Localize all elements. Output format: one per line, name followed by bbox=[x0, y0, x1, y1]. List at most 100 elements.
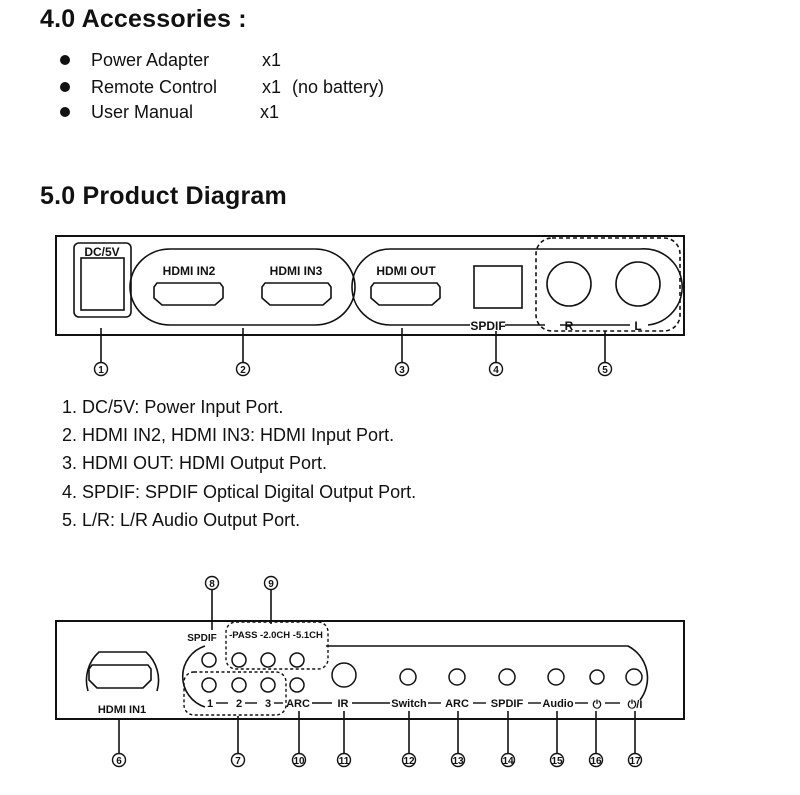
spdif-label: SPDIF bbox=[491, 698, 524, 710]
callout-circle bbox=[263, 575, 279, 591]
callout-circle bbox=[500, 752, 516, 768]
r-label: R bbox=[565, 319, 574, 333]
arc-indicator-led bbox=[289, 677, 305, 693]
callout-number: 13 bbox=[452, 756, 464, 767]
hdmi-in2-label: HDMI IN2 bbox=[163, 264, 216, 278]
spdif-optical-port bbox=[473, 265, 523, 309]
hdmi-in-group-outline bbox=[129, 248, 356, 326]
ir-receiver bbox=[331, 662, 357, 688]
accessory-qty: x1 bbox=[260, 102, 280, 122]
arc-led-label: ARC bbox=[286, 698, 310, 710]
callout-number: 4 bbox=[493, 365, 499, 376]
description-line: 1. DC/5V: Power Input Port. bbox=[62, 397, 284, 417]
rear-panel-diagram: DC/5V HDMI IN2 HDMI IN3 HDMI OUT SPDIF R… bbox=[55, 235, 685, 377]
callout-number: 6 bbox=[116, 756, 122, 767]
rear-panel-body bbox=[55, 235, 685, 336]
callout-number: 15 bbox=[551, 756, 563, 767]
pass-mode-label: -PASS -2.0CH -5.1CH bbox=[229, 630, 323, 641]
l-label: L bbox=[634, 319, 641, 333]
hdmi-in1-arc bbox=[85, 651, 160, 692]
top-line bbox=[326, 645, 649, 701]
spdif-top-label: SPDIF bbox=[187, 633, 216, 644]
callout-circle bbox=[597, 361, 613, 377]
callout-circle bbox=[588, 752, 604, 768]
arc-label: ARC bbox=[445, 698, 469, 710]
callout-number: 2 bbox=[240, 365, 246, 376]
power-icon: ⏻/I bbox=[628, 698, 643, 711]
input2-indicator-led bbox=[231, 677, 247, 693]
callout-circle bbox=[450, 752, 466, 768]
audio-r-jack bbox=[546, 261, 592, 307]
callout-number: 17 bbox=[629, 756, 641, 767]
accessory-name: Remote Control bbox=[91, 77, 218, 97]
audio-dashed-outline bbox=[535, 237, 681, 332]
input1-indicator-led bbox=[201, 677, 217, 693]
audio-group-arc bbox=[600, 248, 683, 326]
input-2-label: 2 bbox=[236, 698, 242, 710]
accessory-qty: x1 bbox=[262, 50, 282, 70]
spdif-label: SPDIF bbox=[470, 319, 505, 333]
callout-circle bbox=[394, 361, 410, 377]
ir-label: IR bbox=[338, 698, 349, 710]
2ch-indicator-led bbox=[260, 652, 276, 668]
hdmi-in2-port bbox=[153, 282, 224, 306]
callout-number: 14 bbox=[502, 756, 514, 767]
callout-circle bbox=[230, 752, 246, 768]
led-group-outline bbox=[181, 645, 206, 708]
mode-dashed-outline bbox=[225, 621, 329, 670]
accessory-name: User Manual bbox=[91, 102, 194, 122]
accessory-note: (no battery) bbox=[292, 77, 385, 97]
callout-circle bbox=[111, 752, 127, 768]
input-1-label: 1 bbox=[207, 698, 213, 710]
callout-number: 7 bbox=[235, 756, 241, 767]
input3-indicator-led bbox=[260, 677, 276, 693]
description-line: 5. L/R: L/R Audio Output Port. bbox=[62, 510, 301, 530]
description-line: 3. HDMI OUT: HDMI Output Port. bbox=[62, 453, 328, 473]
callout-number: 10 bbox=[293, 756, 305, 767]
callout-number: 3 bbox=[399, 365, 405, 376]
hdmi-out-group-outline bbox=[351, 248, 600, 326]
spdif-button bbox=[498, 668, 516, 686]
audio-label: Audio bbox=[542, 698, 573, 710]
callout-number: 1 bbox=[98, 365, 104, 376]
callout-circle bbox=[93, 361, 109, 377]
standby-icon: ⏻ bbox=[593, 698, 602, 711]
hdmi-in3-label: HDMI IN3 bbox=[270, 264, 323, 278]
audio-l-jack bbox=[615, 261, 661, 307]
callout-circle bbox=[204, 575, 220, 591]
callout-circle bbox=[291, 752, 307, 768]
hdmi-out-port bbox=[370, 282, 441, 306]
hdmi-in1-label: HDMI IN1 bbox=[98, 704, 146, 716]
switch-button bbox=[399, 668, 417, 686]
input-3-label: 3 bbox=[265, 698, 271, 710]
description-line: 2. HDMI IN2, HDMI IN3: HDMI Input Port. bbox=[62, 425, 395, 445]
accessory-name: Power Adapter bbox=[91, 50, 210, 70]
arc-button bbox=[448, 668, 466, 686]
power-button bbox=[625, 668, 643, 686]
bullet-icon bbox=[60, 82, 70, 92]
callout-circle bbox=[336, 752, 352, 768]
hdmi-out-label: HDMI OUT bbox=[376, 264, 436, 278]
callout-circle bbox=[401, 752, 417, 768]
pass-indicator-led bbox=[231, 652, 247, 668]
callout-number: 16 bbox=[590, 756, 602, 767]
5ch-indicator-led bbox=[289, 652, 305, 668]
front-panel-diagram: HDMI IN1 SPDIF -PASS -2.0CH -5.1CH 1 2 3… bbox=[55, 575, 685, 768]
callout-circle bbox=[549, 752, 565, 768]
description-line: 4. SPDIF: SPDIF Optical Digital Output P… bbox=[62, 482, 417, 502]
input-dashed-outline bbox=[183, 671, 287, 716]
standby-led bbox=[589, 669, 605, 685]
bullet-icon bbox=[60, 107, 70, 117]
switch-label: Switch bbox=[391, 698, 427, 710]
dc-label: DC/5V bbox=[84, 245, 119, 259]
accessories-heading: 4.0 Accessories : bbox=[40, 5, 247, 33]
product-diagram-heading: 5.0 Product Diagram bbox=[40, 182, 287, 210]
callout-number: 11 bbox=[339, 756, 350, 767]
audio-button bbox=[547, 668, 565, 686]
callout-number: 12 bbox=[403, 756, 415, 767]
front-panel-body bbox=[55, 620, 685, 720]
callout-number: 8 bbox=[209, 579, 215, 590]
callout-circle bbox=[235, 361, 251, 377]
bullet-icon bbox=[60, 55, 70, 65]
dc-port-jack bbox=[80, 257, 125, 311]
